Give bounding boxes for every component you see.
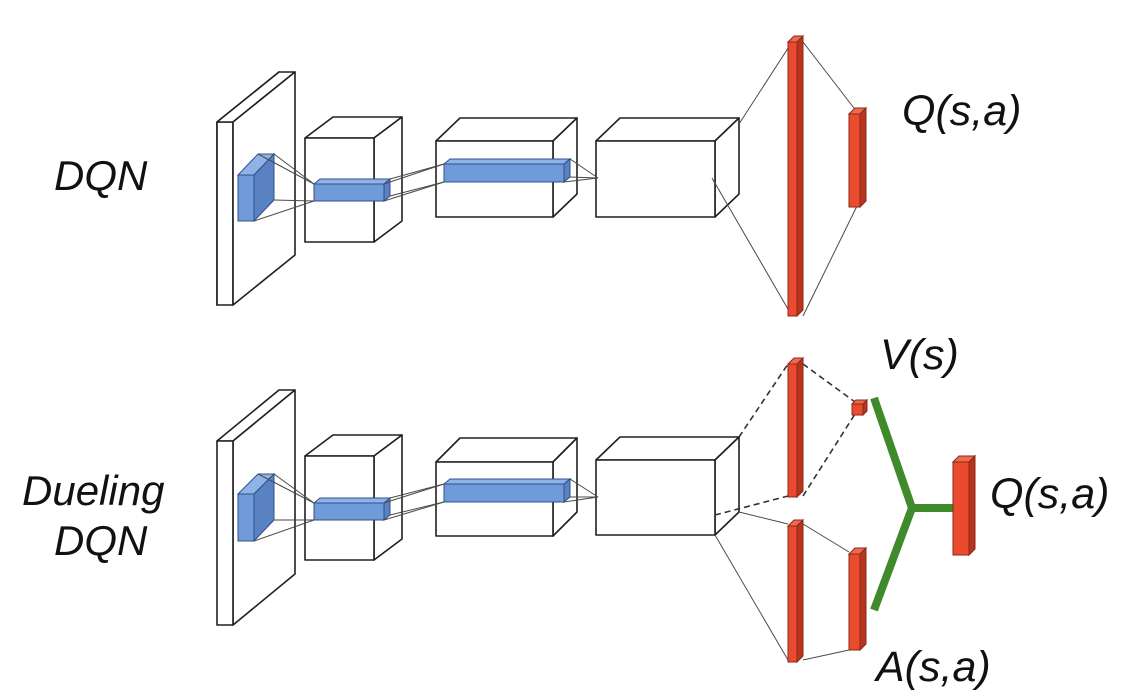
- dueling-connections: [253, 473, 599, 542]
- dqn-input-kernel: [236, 152, 276, 223]
- dqn-fc-layer: [786, 34, 805, 318]
- advantage-output-layer: [847, 546, 868, 652]
- dueling-dqn-network: [216, 356, 977, 664]
- dqn-conv2-kernel: [442, 157, 572, 184]
- dueling-conv2-kernel: [442, 477, 572, 504]
- value-output-unit: [850, 398, 869, 417]
- dqn-input-frame: [216, 71, 296, 306]
- advantage-stream-connections: [714, 511, 850, 661]
- dqn-connections: [253, 41, 858, 317]
- dqn-label: DQN: [54, 152, 148, 199]
- aggregation-junction: [870, 396, 953, 612]
- dqn-network: [216, 34, 868, 318]
- v-label: V(s): [880, 331, 959, 379]
- dueling-q-output-layer: [951, 454, 977, 557]
- dqn-conv-volume-3: [595, 117, 740, 218]
- advantage-fc-layer: [786, 518, 805, 664]
- dqn-q-output-layer: [847, 106, 868, 209]
- q-top-label: Q(s,a): [902, 87, 1021, 135]
- dueling-label-line1: Dueling: [22, 467, 164, 514]
- dqn-conv1-kernel: [312, 177, 392, 203]
- dueling-conv1-kernel: [312, 496, 392, 522]
- a-label: A(s,a): [873, 643, 991, 691]
- q-bottom-label: Q(s,a): [990, 470, 1109, 518]
- value-fc-layer: [786, 356, 805, 499]
- dueling-conv-volume-3: [595, 436, 740, 536]
- value-stream-connections: [714, 363, 856, 516]
- dueling-label-line2: DQN: [54, 517, 148, 564]
